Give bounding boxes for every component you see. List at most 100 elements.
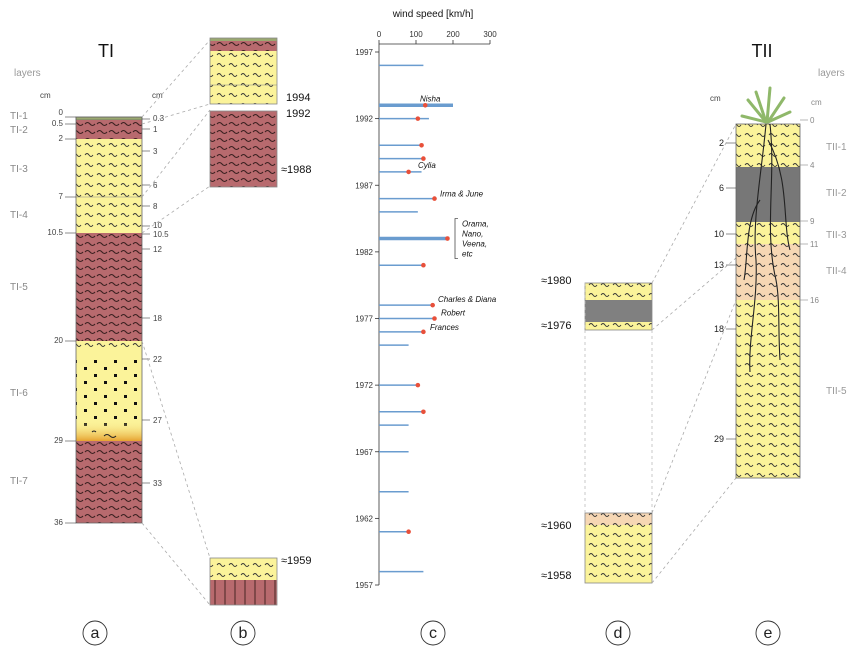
layer-tii-1: TII-1 xyxy=(826,142,847,153)
panel-letter-a: a xyxy=(91,625,100,642)
cm-label-a-left: cm xyxy=(40,91,51,100)
storm-label-9: Frances xyxy=(430,323,459,332)
tick-a-l-0: 0 xyxy=(59,108,64,117)
tick-a-r-3: 6 xyxy=(153,181,158,190)
tick-a-l-2: 2 xyxy=(59,134,64,143)
panel-c-wind-chart: wind speed [km/h] 0 100 200 300 1997 1992 1987… xyxy=(355,9,497,590)
max-marker-1992 xyxy=(415,116,421,121)
cm-label-e-left: cm xyxy=(710,94,721,103)
year-d-1960: ≈1960 xyxy=(541,520,572,532)
y-tick-label-0: 1997 xyxy=(355,48,373,57)
layer-ti-1: TI-1 xyxy=(10,111,28,122)
panel-a: TI layers cm cm TI-1 TI-2 TI-3 TI-4 TI-5… xyxy=(10,41,169,527)
chart-title: wind speed [km/h] xyxy=(392,9,474,20)
y-tick-label-1: 1992 xyxy=(355,115,373,124)
tick-e-l-1: 6 xyxy=(719,183,724,193)
max-marker-1990 xyxy=(419,142,424,148)
max-marker-1976 xyxy=(421,329,426,335)
max-marker-1993 xyxy=(422,103,428,108)
tick-a-r-0: 0.3 xyxy=(153,114,165,123)
tick-e-r-3: 11 xyxy=(810,240,819,249)
max-marker-1972 xyxy=(415,382,421,388)
layers-label-right: layers xyxy=(818,68,845,79)
layer-tii-2: TII-2 xyxy=(826,188,847,199)
panel-d: ≈1980 ≈1976 ≈1960 ≈1958 xyxy=(541,275,653,584)
storm-label-4: Nano, xyxy=(462,230,483,239)
year-d-1976: ≈1976 xyxy=(541,320,572,332)
layers-label-left: layers xyxy=(14,68,41,79)
layer-ti-3: TI-3 xyxy=(10,164,28,175)
layer-tii-3: TII-3 xyxy=(826,230,847,241)
panel-letter-b: b xyxy=(239,625,248,642)
max-marker-1977 xyxy=(432,316,437,321)
storm-label-1: Cylia xyxy=(418,161,436,170)
tick-e-r-1: 4 xyxy=(810,161,815,170)
layer-ti-4: TI-4 xyxy=(10,210,28,221)
layer-ti-2: TI-2 xyxy=(10,125,28,136)
tick-e-r-2: 9 xyxy=(810,217,815,226)
x-tick-label-1: 100 xyxy=(409,30,423,39)
tick-a-r-5: 10 xyxy=(153,221,162,230)
storm-label-3: Orama, xyxy=(462,220,489,229)
y-tick-label-7: 1962 xyxy=(355,514,373,523)
year-b-1992: 1992 xyxy=(286,108,310,120)
storm-label-6: etc xyxy=(462,250,473,259)
y-tick-label-6: 1967 xyxy=(355,448,373,457)
x-tick-label-3: 300 xyxy=(483,30,497,39)
year-d-1980: ≈1980 xyxy=(541,275,572,287)
tick-a-l-6: 29 xyxy=(54,436,63,445)
plant-icon xyxy=(740,86,792,373)
max-marker-1983 xyxy=(445,236,450,241)
storm-label-0: Nisha xyxy=(420,94,441,103)
tick-a-l-5: 20 xyxy=(54,336,63,345)
y-tick-label-8: 1957 xyxy=(355,581,373,590)
max-marker-1986 xyxy=(432,196,437,201)
tick-a-r-2: 3 xyxy=(153,147,158,156)
x-tick-label-0: 0 xyxy=(377,30,382,39)
y-tick-label-2: 1987 xyxy=(355,181,373,190)
connectors-a-b xyxy=(141,39,211,606)
tick-e-l-3: 13 xyxy=(714,260,724,270)
tick-a-r-6: 10.5 xyxy=(153,230,169,239)
tick-a-r-4: 8 xyxy=(153,202,158,211)
cm-label-a-right: cm xyxy=(152,91,163,100)
tick-a-l-4: 10.5 xyxy=(47,228,63,237)
tick-a-r-10: 27 xyxy=(153,416,162,425)
y-tick-label-5: 1972 xyxy=(355,381,373,390)
tick-a-l-3: 7 xyxy=(59,192,64,201)
max-marker-1988 xyxy=(406,169,411,175)
tick-a-r-7: 12 xyxy=(153,245,162,254)
max-marker-1961 xyxy=(406,529,411,534)
year-d-1958: ≈1958 xyxy=(541,570,572,582)
layer-tii-4: TII-4 xyxy=(826,266,847,277)
y-tick-label-4: 1977 xyxy=(355,315,373,324)
panel-letter-d: d xyxy=(614,625,623,642)
connectors-d-e xyxy=(651,123,737,584)
tick-e-l-0: 2 xyxy=(719,138,724,148)
tick-a-r-11: 33 xyxy=(153,479,162,488)
cm-label-e-right: cm xyxy=(811,98,822,107)
storm-label-2: Irma & June xyxy=(440,190,484,199)
tick-e-l-5: 29 xyxy=(714,434,724,444)
max-marker-1970 xyxy=(421,409,426,415)
storm-label-8: Robert xyxy=(441,309,466,318)
max-marker-1978 xyxy=(430,302,435,308)
panel-e: TII layers cm cm xyxy=(710,41,847,479)
title-ti: TI xyxy=(98,41,114,61)
tick-a-r-8: 18 xyxy=(153,314,162,323)
panel-letter-c: c xyxy=(429,625,437,642)
title-tii: TII xyxy=(752,41,773,61)
tick-e-r-4: 16 xyxy=(810,296,819,305)
storm-bracket xyxy=(454,218,458,259)
tick-a-r-1: 1 xyxy=(153,125,158,134)
layer-ti-7: TI-7 xyxy=(10,476,28,487)
tick-a-l-7: 36 xyxy=(54,518,63,527)
tick-e-l-2: 10 xyxy=(714,229,724,239)
x-tick-label-2: 200 xyxy=(446,30,460,39)
year-b-1988: ≈1988 xyxy=(281,164,312,176)
max-marker-1981 xyxy=(421,262,426,268)
panel-letter-e: e xyxy=(764,625,773,642)
storm-label-7: Charles & Diana xyxy=(438,295,497,304)
tick-a-r-9: 22 xyxy=(153,355,162,364)
